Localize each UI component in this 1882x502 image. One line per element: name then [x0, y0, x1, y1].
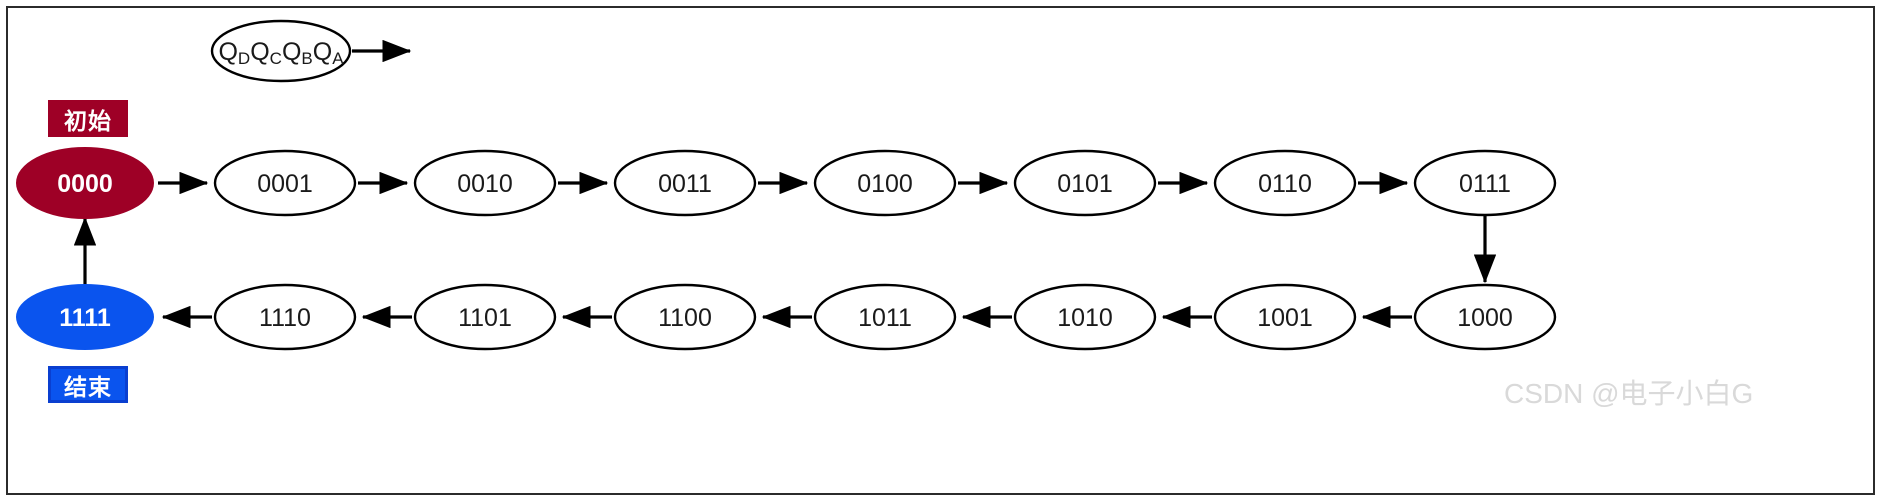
state-node-0011-label: 0011: [658, 170, 712, 198]
state-node-1101-label: 1101: [458, 304, 512, 332]
state-node-1001[interactable]: 1001: [1213, 283, 1357, 351]
state-node-1101[interactable]: 1101: [413, 283, 557, 351]
state-node-1100[interactable]: 1100: [613, 283, 757, 351]
state-node-0010-shape[interactable]: [413, 149, 557, 217]
state-node-0000-shape[interactable]: [16, 147, 154, 219]
legend-ellipse: [210, 19, 352, 83]
state-node-1010[interactable]: 1010: [1013, 283, 1157, 351]
state-node-0110[interactable]: 0110: [1213, 149, 1357, 217]
state-node-0101-label: 0101: [1057, 170, 1113, 198]
state-node-1011-label: 1011: [858, 304, 912, 332]
state-node-0101-shape[interactable]: [1013, 149, 1157, 217]
state-node-1011[interactable]: 1011: [813, 283, 957, 351]
end-state-tag: 结束: [48, 366, 128, 403]
state-node-1010-shape[interactable]: [1013, 283, 1157, 351]
state-node-1100-shape[interactable]: [613, 283, 757, 351]
state-node-1010-label: 1010: [1057, 304, 1113, 332]
state-node-1100-label: 1100: [658, 304, 712, 332]
state-node-1111-shape[interactable]: [16, 284, 154, 350]
state-node-0000[interactable]: 0000: [16, 147, 154, 219]
state-node-0001[interactable]: 0001: [213, 149, 357, 217]
csdn-watermark: CSDN @电子小白G: [1504, 378, 1754, 409]
start-state-tag: 初始: [48, 100, 128, 137]
legend-node: QDQCQBQA: [210, 19, 352, 83]
top-row-nodes: 0000 0001 0010 0011 0100 0101: [16, 147, 1557, 219]
state-node-0111-shape[interactable]: [1413, 149, 1557, 217]
state-node-1110[interactable]: 1110: [213, 283, 357, 351]
state-node-1000-label: 1000: [1457, 304, 1513, 332]
state-node-0111[interactable]: 0111: [1413, 149, 1557, 217]
state-node-0111-label: 0111: [1459, 170, 1511, 198]
state-node-0110-shape[interactable]: [1213, 149, 1357, 217]
state-node-0010[interactable]: 0010: [413, 149, 557, 217]
state-node-1001-shape[interactable]: [1213, 283, 1357, 351]
state-node-0001-label: 0001: [257, 170, 313, 198]
state-node-0000-label: 0000: [57, 170, 113, 198]
state-node-0001-shape[interactable]: [213, 149, 357, 217]
legend-label: QDQCQBQA: [218, 38, 344, 68]
state-node-0110-label: 0110: [1258, 170, 1312, 198]
state-node-1011-shape[interactable]: [813, 283, 957, 351]
state-node-0010-label: 0010: [457, 170, 513, 198]
state-node-1110-label: 1110: [259, 304, 311, 332]
state-node-0011[interactable]: 0011: [613, 149, 757, 217]
state-node-1000[interactable]: 1000: [1413, 283, 1557, 351]
state-node-1101-shape[interactable]: [413, 283, 557, 351]
state-node-0100-shape[interactable]: [813, 149, 957, 217]
bottom-row-nodes: 1111 1110 1101 1100 1011 1010: [16, 283, 1557, 351]
state-node-0101[interactable]: 0101: [1013, 149, 1157, 217]
state-node-1001-label: 1001: [1257, 304, 1313, 332]
state-node-0100-label: 0100: [857, 170, 913, 198]
diagram-frame: [6, 6, 1875, 495]
state-node-1000-shape[interactable]: [1413, 283, 1557, 351]
state-node-0011-shape[interactable]: [613, 149, 757, 217]
state-node-1110-shape[interactable]: [213, 283, 357, 351]
state-node-1111[interactable]: 1111: [16, 284, 154, 350]
state-node-0100[interactable]: 0100: [813, 149, 957, 217]
state-node-1111-label: 1111: [59, 304, 111, 332]
